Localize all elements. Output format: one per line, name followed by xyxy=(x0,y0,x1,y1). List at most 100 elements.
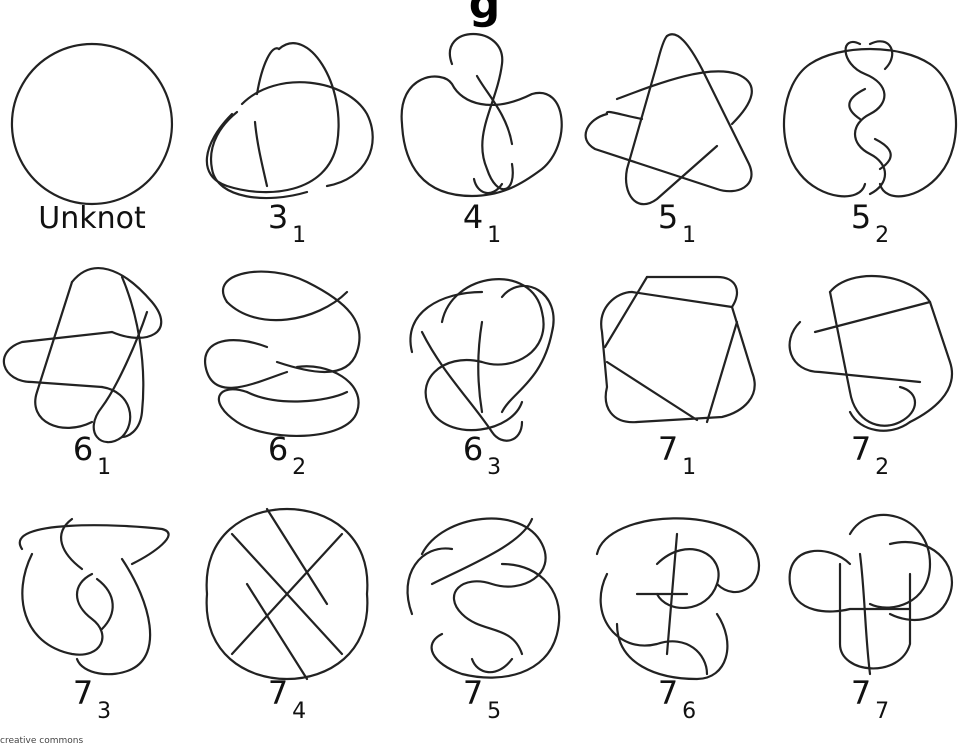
knot-subscript: 2 xyxy=(875,455,889,480)
knot-subscript: 4 xyxy=(292,699,306,724)
knot-strand xyxy=(217,365,360,438)
knot-number: 7 xyxy=(73,674,93,712)
knot-strand xyxy=(420,517,547,656)
knot-strand xyxy=(205,507,369,681)
knot-diagram-7-5 xyxy=(406,517,561,679)
knot-strand xyxy=(868,40,894,71)
knot-strand xyxy=(844,40,886,196)
knot-subscript: 3 xyxy=(487,455,501,480)
knot-diagram-7-1 xyxy=(600,275,756,424)
knot-diagram-5-1 xyxy=(584,33,753,206)
knot-strand xyxy=(788,320,922,384)
knot-strand xyxy=(472,177,504,195)
knot-strand xyxy=(204,339,289,389)
knot-strand xyxy=(120,275,145,439)
knot-strand xyxy=(788,582,912,613)
knot-strand xyxy=(95,577,114,631)
knot-strand xyxy=(603,275,649,349)
knot-subscript: 1 xyxy=(97,455,111,480)
knot-subscript: 2 xyxy=(875,223,889,248)
knot-diagram-6-1 xyxy=(2,267,163,444)
knot-strand xyxy=(873,137,892,171)
knot-diagram-5-2 xyxy=(782,40,958,198)
knot-number: 7 xyxy=(658,430,678,468)
knot-strand xyxy=(828,290,917,427)
knot-strand xyxy=(848,513,932,609)
knot-strand xyxy=(808,47,932,66)
knot-strand xyxy=(424,278,545,432)
knot-subscript: 1 xyxy=(682,223,696,248)
knot-diagram-6-3 xyxy=(409,278,555,442)
knot-number: 7 xyxy=(851,674,871,712)
knot-strand xyxy=(782,62,867,198)
knot-strand xyxy=(600,275,756,424)
knot-subscript: 7 xyxy=(875,699,889,724)
knot-strand xyxy=(599,572,709,676)
knot-strand xyxy=(788,549,852,586)
knot-diagram-7-4 xyxy=(205,507,369,681)
knot-number: 6 xyxy=(73,430,93,468)
knot-diagram-7-6 xyxy=(595,517,760,681)
license-credit: creative commons xyxy=(0,736,84,746)
knot-strand xyxy=(858,552,872,676)
knot-diagram-unknot xyxy=(10,42,174,206)
knot-strand xyxy=(448,33,514,191)
knot-strand xyxy=(630,290,734,309)
knot-number: 5 xyxy=(851,198,871,236)
knot-diagram-4-1 xyxy=(400,33,563,198)
knot-strand xyxy=(430,562,561,679)
knot-label-unknot: Unknot xyxy=(38,201,146,236)
knot-strand xyxy=(838,562,912,670)
knot-strand xyxy=(813,300,932,334)
knot-strand xyxy=(400,75,563,198)
knot-strand xyxy=(205,42,340,194)
knot-strand xyxy=(665,532,679,656)
knot-strand xyxy=(230,532,344,656)
knot-number: 3 xyxy=(268,198,288,236)
knot-strand xyxy=(500,284,555,414)
knot-strand xyxy=(475,74,514,146)
knot-number: 7 xyxy=(658,674,678,712)
knot-strand xyxy=(265,507,329,606)
knot-subscript: 1 xyxy=(292,223,306,248)
knot-strand xyxy=(406,547,454,616)
knot-number: 7 xyxy=(851,430,871,468)
knot-strand xyxy=(2,267,163,389)
knot-strand xyxy=(848,410,912,432)
knot-strand xyxy=(705,320,739,424)
page-title-fragment: g xyxy=(468,0,501,29)
knot-strand xyxy=(209,110,309,200)
knot-diagram-3-1 xyxy=(205,42,374,200)
knot-strand xyxy=(595,517,760,594)
knot-strand xyxy=(828,274,953,424)
knot-number: 6 xyxy=(268,430,288,468)
knot-strand xyxy=(75,557,152,676)
knot-subscript: 1 xyxy=(487,223,501,248)
knot-strand xyxy=(10,42,174,206)
knot-strand xyxy=(470,657,514,674)
knot-number: 7 xyxy=(268,674,288,712)
knot-subscript: 6 xyxy=(682,699,696,724)
knot-strand xyxy=(60,517,84,571)
knot-subscript: 1 xyxy=(682,455,696,480)
knot-strand xyxy=(18,524,170,566)
knot-strand xyxy=(878,62,958,198)
knot-strand xyxy=(225,290,349,322)
knot-subscript: 2 xyxy=(292,455,306,480)
knot-strand xyxy=(615,612,729,681)
knot-strand xyxy=(430,517,534,586)
knot-strand xyxy=(655,548,720,609)
knot-strand xyxy=(615,70,753,126)
knot-strand xyxy=(92,310,149,444)
knot-strand xyxy=(605,110,644,121)
